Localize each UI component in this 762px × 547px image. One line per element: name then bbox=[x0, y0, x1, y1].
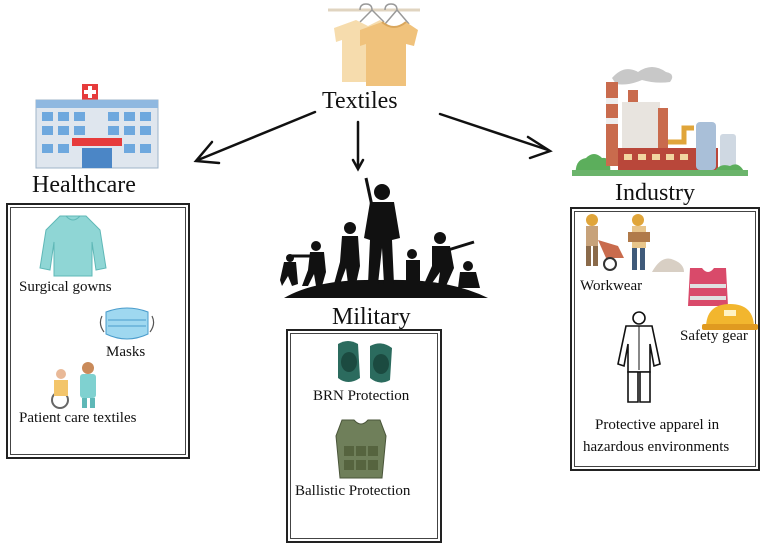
industry-item-label: hazardous environments bbox=[583, 439, 730, 455]
soldiers-silhouette-icon bbox=[280, 177, 488, 298]
surgical-gown-icon bbox=[39, 215, 107, 277]
healthcare-item-label: Masks bbox=[106, 344, 146, 360]
industry-item-label: Workwear bbox=[580, 278, 643, 294]
arrow-head-healthcare bbox=[193, 140, 221, 165]
patient-care-icon bbox=[51, 362, 96, 409]
factory-icon bbox=[572, 67, 748, 176]
workers-icon bbox=[586, 214, 684, 272]
center-title: Textiles bbox=[322, 88, 398, 114]
safety-vest-helmet-icon bbox=[688, 268, 758, 330]
healthcare-item-label: Patient care textiles bbox=[19, 410, 137, 426]
industry-box bbox=[570, 207, 760, 471]
healthcare-title: Healthcare bbox=[32, 172, 136, 198]
military-item-label: Ballistic Protection bbox=[295, 483, 411, 499]
ballistic-vest-icon bbox=[335, 419, 387, 479]
industry-item-label: Protective apparel in bbox=[595, 417, 720, 433]
military-item-label: BRN Protection bbox=[313, 388, 410, 404]
healthcare-item-label: Surgical gowns bbox=[19, 279, 112, 295]
hospital-icon bbox=[35, 84, 159, 169]
hanging-shirts-icon bbox=[328, 3, 420, 86]
arrow-to-healthcare bbox=[196, 110, 317, 162]
arrow-head-military bbox=[351, 158, 365, 172]
industry-item-label: Safety gear bbox=[680, 328, 748, 344]
arrow-to-industry bbox=[438, 112, 550, 152]
military-title: Military bbox=[332, 304, 411, 330]
arrow-head-industry bbox=[526, 135, 553, 160]
knee-pads-icon bbox=[338, 341, 392, 383]
mask-icon bbox=[99, 307, 155, 340]
protective-suit-icon bbox=[617, 311, 661, 403]
industry-title: Industry bbox=[615, 180, 695, 206]
